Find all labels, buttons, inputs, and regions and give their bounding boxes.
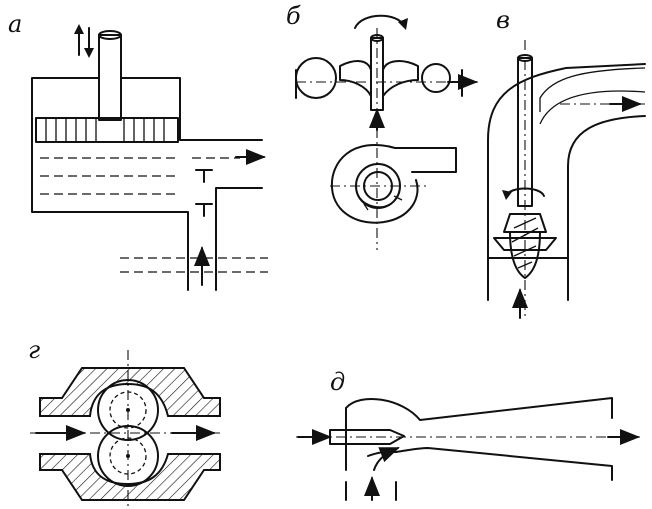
volute-left [295, 57, 337, 99]
entrained-flow-arrow [373, 447, 400, 471]
label-b: б [286, 2, 301, 30]
reciprocating-arrows-icon [74, 24, 94, 58]
axial-impeller [509, 231, 541, 279]
axial-hub [503, 213, 547, 233]
panel-g-gear-pump: г [28, 336, 222, 509]
suction-pipe [345, 481, 397, 501]
panel-a-piston-pump: а [8, 10, 268, 291]
diffuser-upper-wall [345, 397, 613, 421]
diffuser-lower-wall [395, 447, 613, 481]
impeller-right [382, 60, 419, 97]
discharge-valve [195, 169, 213, 183]
panel-b-centrifugal-pump: б [286, 2, 478, 250]
panel-d-jet-pump: д [296, 368, 640, 501]
elbow-inner-wall [567, 115, 646, 301]
piston-rod [98, 34, 122, 121]
liquid-in-cylinder [40, 157, 240, 195]
gear-pump-upper-casing [39, 367, 221, 417]
impeller-left [339, 60, 372, 97]
label-a: а [8, 10, 22, 38]
cylinder-body [31, 77, 263, 291]
label-d: д [330, 368, 345, 396]
gear-pump-lower-casing [39, 453, 221, 501]
volute-right [421, 63, 451, 93]
reservoir-liquid [120, 257, 268, 273]
elbow-outer-wall [487, 63, 646, 301]
piston [35, 117, 179, 143]
label-v: в [496, 6, 510, 34]
suction-valve [195, 203, 213, 217]
rotation-arrow-icon [354, 14, 405, 29]
panel-v-axial-pump: в [487, 6, 646, 320]
label-g: г [28, 336, 40, 364]
guide-vanes [493, 237, 557, 251]
volute-casing-outer [330, 143, 419, 224]
